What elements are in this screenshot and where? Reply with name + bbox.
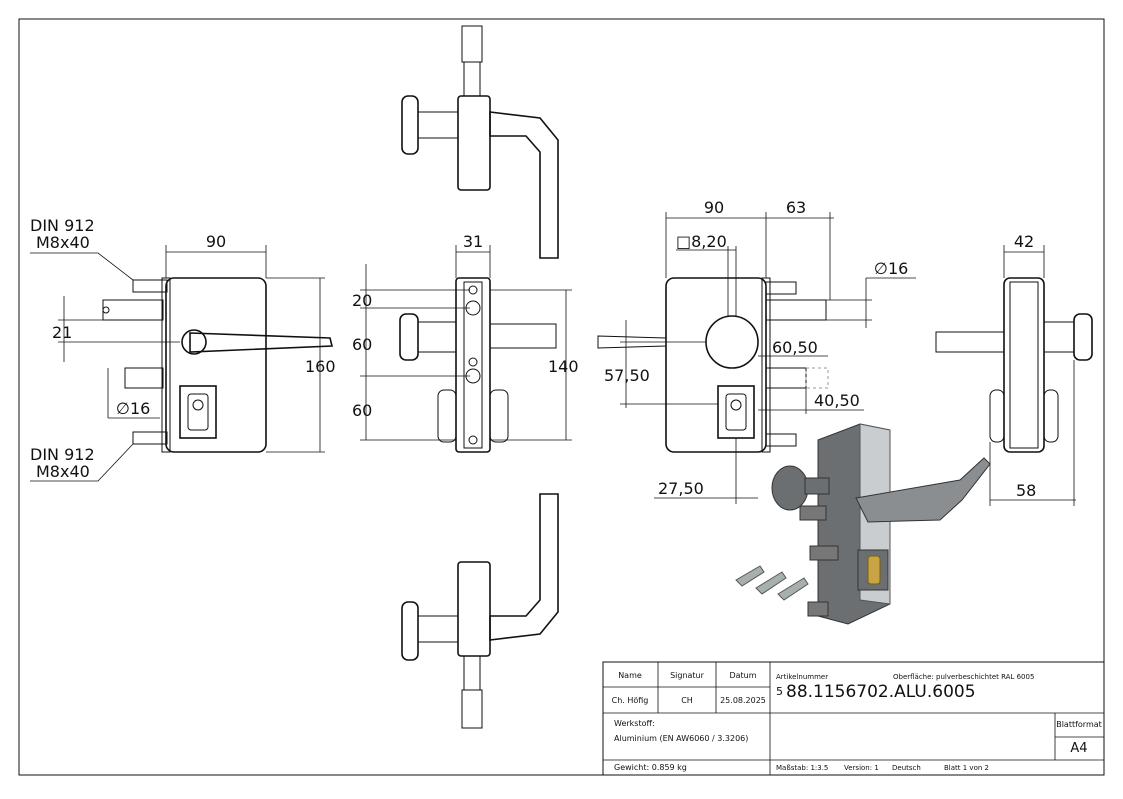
dim-right-width: 42 [1014,232,1034,251]
top-view-handle [489,111,559,259]
dim-side-20: 20 [352,291,372,310]
dim-back-projection: 63 [786,198,806,217]
title-block: Name Signatur Datum Ch. Höfig CH 25.08.2… [602,661,1105,776]
dim-back-60-50: 60,50 [772,338,818,357]
bottom-view-knob [401,601,419,661]
render-knob [771,465,809,511]
side-view: 31 20 60 60 140 [352,232,579,453]
front-bolt-top [102,299,164,321]
dim-back-bolt-diameter: ∅16 [874,259,908,278]
dim-back-40-50: 40,50 [814,391,860,410]
dim-back-57-50: 57,50 [604,366,650,385]
render-key-2 [755,571,787,595]
back-lock-body [665,277,767,453]
front-screw-bottom [132,431,168,445]
dim-back-width: 90 [704,198,724,217]
render-key-3 [777,577,809,601]
dim-side-height: 140 [548,357,579,376]
dim-front-height: 160 [305,357,336,376]
dim-side-60-b: 60 [352,401,372,420]
front-lock-body [165,277,267,453]
tb-header-name: Name [618,671,642,680]
bottom-view-handle [489,493,559,641]
tb-language: Deutsch [892,764,921,772]
tb-article-label: Artikelnummer [776,673,828,681]
right-view-body [1003,277,1045,453]
tb-format: A4 [1070,741,1087,756]
tb-sheet: Blatt 1 von 2 [944,764,989,772]
render-key-1 [735,565,765,587]
dim-side-60-a: 60 [352,335,372,354]
callout-screw-bottom-l1: DIN 912 [30,445,95,464]
callout-screw-top-l1: DIN 912 [30,216,95,235]
dim-back-27-50: 27,50 [658,479,704,498]
tb-date: 25.08.2025 [720,696,766,705]
tb-signature: CH [681,696,693,705]
tb-material-label: Werkstoff: [614,719,655,728]
tb-weight: Gewicht: 0.859 kg [614,763,687,772]
top-view-body [457,95,491,191]
tb-format-label: Blattformat [1056,720,1102,729]
dim-back-square: □8,20 [676,232,727,251]
callout-screw-bottom-l2: M8x40 [36,462,90,481]
tb-scale: Maßstab: 1:3.5 [776,764,828,772]
tb-article-number: 88.1156702.ALU.6005 [786,682,976,702]
front-bolt-middle [124,367,164,389]
bottom-view-body [457,561,491,657]
tb-article-prefix: 5 [776,685,783,698]
dim-front-bolt-diameter: ∅16 [116,399,150,418]
dim-front-width: 90 [206,232,226,251]
top-view-knob [401,95,419,155]
render-cylinder [867,555,881,585]
top-view [401,25,559,259]
callout-screw-top-l2: M8x40 [36,233,90,252]
front-view: 90 160 21 ∅16 DIN 912 M8x40 DIN 912 M8x4… [30,216,336,482]
right-view: 42 58 [935,232,1093,506]
isometric-render [735,423,991,625]
render-handle [855,457,991,523]
front-screw-top [132,279,168,293]
side-view-knob [399,313,419,361]
bottom-view [401,493,559,729]
tb-name: Ch. Höfig [612,696,649,705]
tb-material: Aluminium (EN AW6060 / 3.3206) [614,734,748,743]
side-view-body [455,277,491,453]
front-handle-rosette [181,329,207,355]
tb-header-signature: Signatur [670,671,705,680]
sheet-border [18,18,1105,776]
front-cylinder-plate [179,385,217,439]
dim-right-depth: 58 [1016,481,1036,500]
front-handle-lever [189,332,334,353]
side-view-handle [489,323,557,349]
tb-surface: Oberfläche: pulverbeschichtet RAL 6005 [893,673,1034,681]
dim-side-width: 31 [463,232,483,251]
back-rosette [705,315,759,369]
back-view: 90 63 □8,20 ∅16 57,50 60,50 40,50 27,50 [597,198,916,504]
tb-version: Version: 1 [844,764,879,772]
dim-front-handle-offset: 21 [52,323,72,342]
tb-header-date: Datum [729,671,756,680]
